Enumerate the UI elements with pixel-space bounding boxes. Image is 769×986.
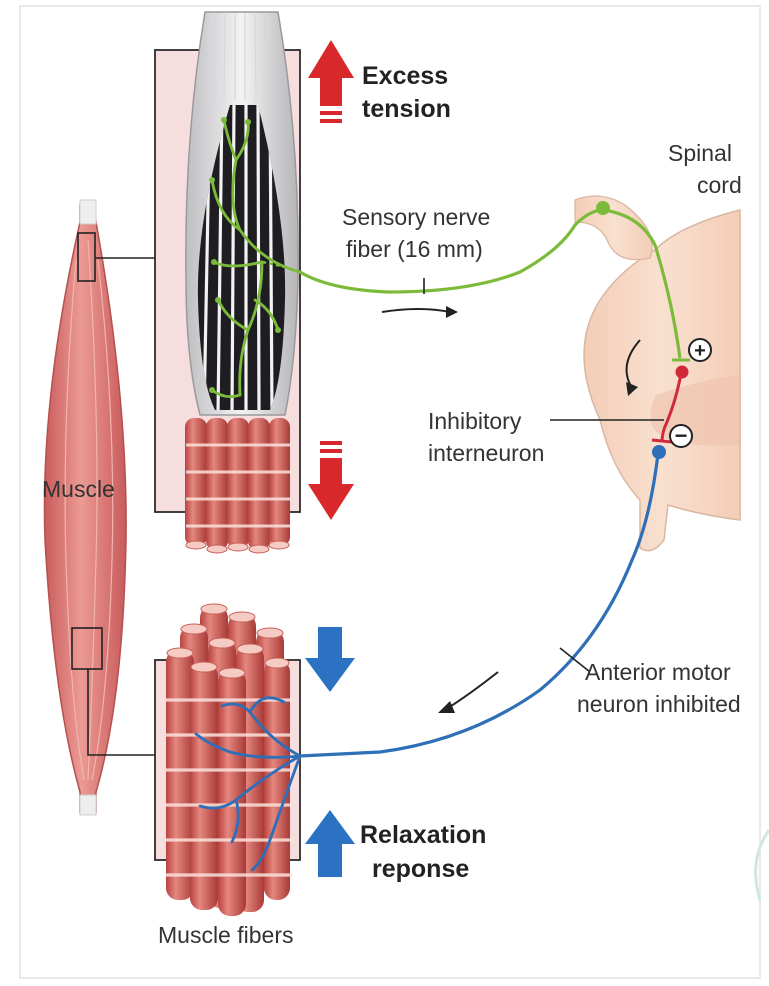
muscle-label: Muscle (42, 476, 115, 502)
spinal-cord-label-line1: Spinal (668, 140, 732, 166)
excess-tension-label-line1: Excess (362, 62, 448, 90)
sensory-fiber-label-line1: Sensory nerve (342, 204, 490, 230)
interneuron-cell-body (676, 366, 689, 379)
relaxation-label-line1: Relaxation (360, 821, 486, 849)
sensory-fiber-label-line2: fiber (16 mm) (346, 236, 483, 262)
golgi-tendon-organ (185, 12, 300, 553)
sensory-direction-arrow-icon (382, 309, 450, 312)
motor-direction-arrowhead-icon (438, 701, 455, 713)
excess-tension-up-arrow-icon (308, 40, 354, 123)
excess-tension-label-line2: tension (362, 95, 451, 123)
motor-neuron-cell-body (652, 445, 666, 459)
inhibitory-label-line2: interneuron (428, 440, 544, 466)
svg-text:+: + (694, 340, 706, 362)
inhibitory-label-line1: Inhibitory (428, 408, 522, 434)
excess-tension-down-arrow-icon (308, 441, 354, 520)
relaxation-down-arrow-icon (305, 627, 355, 692)
excitatory-plus-sign: + (689, 339, 711, 362)
relaxation-label-line2: reponse (372, 855, 469, 883)
muscle-fiber-bundle (166, 604, 300, 916)
whole-muscle (44, 200, 126, 815)
anterior-motor-label-line2: neuron inhibited (577, 691, 741, 717)
interneuron-terminal (652, 440, 672, 442)
motor-direction-arrow-icon (448, 672, 498, 708)
edge-decoration (756, 830, 769, 900)
sensory-ganglion-cell (596, 201, 610, 215)
sensory-direction-arrowhead-icon (446, 306, 458, 318)
relaxation-up-arrow-icon (305, 810, 355, 877)
svg-text:−: − (675, 423, 688, 448)
spinal-cord-label-line2: cord (697, 172, 742, 198)
anterior-motor-label-line1: Anterior motor (585, 659, 731, 685)
muscle-fibers-label: Muscle fibers (158, 922, 293, 948)
